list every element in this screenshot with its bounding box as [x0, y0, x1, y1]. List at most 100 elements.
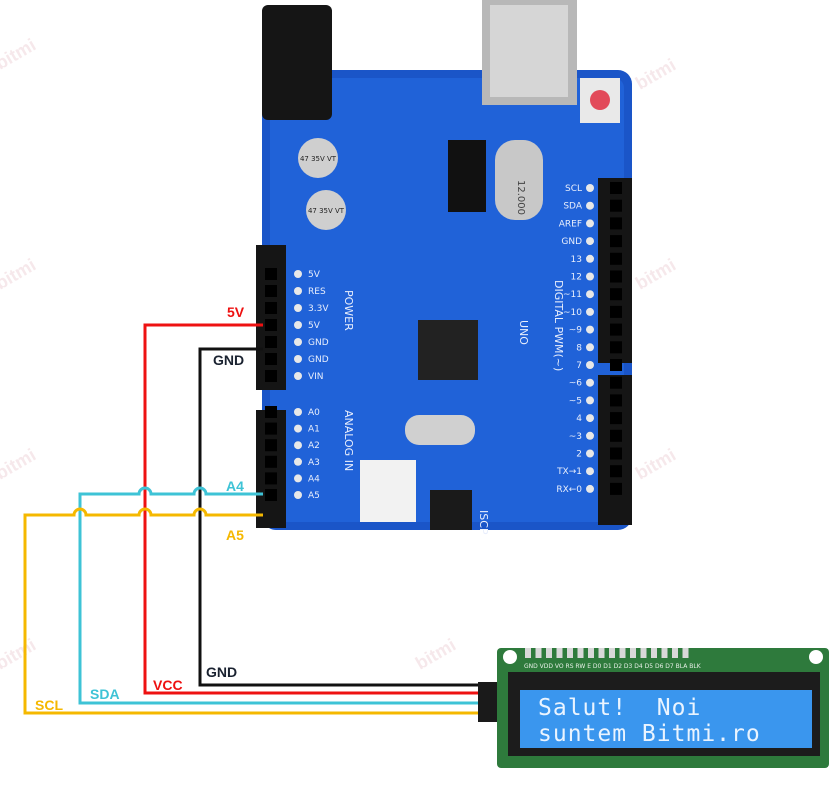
digital-title: DIGITAL PWM(~) — [552, 280, 565, 371]
wires — [23, 323, 492, 715]
capacitor — [306, 190, 346, 230]
pin-pad — [586, 396, 594, 405]
pin-pad — [586, 290, 594, 299]
header-socket — [265, 439, 277, 452]
pin-label: RES — [308, 287, 326, 297]
svg-text:bitmi: bitmi — [0, 35, 39, 74]
pin-pad — [586, 219, 594, 228]
header-socket — [265, 489, 277, 501]
icsp-header — [430, 490, 472, 530]
pin-label: ~9 — [569, 326, 583, 336]
header-socket — [265, 268, 277, 280]
header-socket — [610, 305, 622, 318]
lcd-header-pin — [651, 648, 657, 658]
capacitor-label: 47 35V VT — [300, 155, 337, 163]
power-title: POWER — [342, 290, 355, 331]
header-socket — [610, 182, 622, 194]
pin-label: ~6 — [569, 379, 583, 389]
pin-pad — [294, 441, 302, 450]
header-socket — [610, 376, 622, 389]
header-socket — [610, 341, 622, 354]
svg-text:bitmi: bitmi — [412, 635, 459, 674]
ic-chip — [448, 140, 486, 212]
lcd-header-pin — [661, 648, 668, 658]
pin-pad — [294, 270, 302, 278]
lcd-header-pin — [546, 648, 552, 658]
crystal — [495, 140, 543, 220]
uno-logo: UNO — [517, 320, 530, 345]
lcd-header-pin — [598, 648, 605, 658]
header-socket — [265, 455, 277, 468]
pin-label: GND — [308, 355, 329, 365]
lcd-screen — [520, 690, 812, 748]
lcd-header-pin — [619, 648, 626, 658]
label-a4: A4 — [226, 478, 244, 494]
pin-pad — [586, 237, 594, 246]
label-vcc: VCC — [153, 677, 183, 693]
pin-label: 12 — [571, 273, 582, 283]
lcd-header-pin — [630, 648, 636, 658]
svg-text:bitmi: bitmi — [0, 635, 39, 674]
lcd-header-pin — [567, 648, 573, 658]
label-scl: SCL — [35, 697, 63, 713]
wire-gnd — [198, 347, 492, 687]
lcd-header-pin — [640, 648, 647, 658]
pin-label: TX→1 — [556, 467, 582, 477]
pin-label: RX←0 — [556, 485, 582, 495]
lcd-header-pin — [556, 648, 563, 658]
lcd-line-1: Salut! Noi — [538, 695, 701, 721]
pin-label: 2 — [576, 450, 582, 460]
pin-pad — [294, 408, 302, 416]
pin-label: SDA — [563, 202, 582, 212]
header-socket — [265, 472, 277, 485]
pin-pad — [586, 325, 594, 334]
pin-pad — [586, 343, 594, 352]
pin-pad — [586, 449, 594, 458]
pin-pad — [294, 304, 302, 312]
dc-jack — [262, 5, 332, 120]
lcd-pin-labels: GND VDD VO RS RW E D0 D1 D2 D3 D4 D5 D6 … — [524, 663, 702, 670]
header-socket — [610, 252, 622, 265]
lcd-module: GND VDD VO RS RW E D0 D1 D2 D3 D4 D5 D6 … — [478, 648, 829, 768]
icsp-label: ISCP — [477, 510, 490, 535]
label-gnd-lcd: GND — [206, 664, 237, 680]
arduino-uno-board: 47 35V VT 47 35V VT 12.000 UNO POWER ANA… — [256, 0, 632, 535]
header-socket — [265, 302, 277, 314]
pin-label: 5V — [308, 321, 321, 331]
svg-text:bitmi: bitmi — [632, 55, 679, 94]
lcd-line-2: suntem Bitmi.ro — [538, 721, 761, 747]
pin-pad — [586, 184, 594, 192]
pin-pad — [294, 321, 302, 329]
pin-label: 8 — [576, 343, 582, 353]
pin-label: AREF — [559, 219, 582, 229]
pin-pad — [586, 431, 594, 440]
power-header — [256, 245, 286, 390]
header-socket — [610, 429, 622, 442]
pin-pad — [294, 474, 302, 483]
pin-pad — [586, 467, 594, 476]
header-socket — [610, 199, 622, 212]
pin-label: 7 — [576, 361, 582, 371]
pin-label: A3 — [308, 458, 320, 468]
header-socket — [610, 447, 622, 460]
header-socket — [610, 323, 622, 336]
pin-pad — [586, 484, 594, 493]
label-gnd-board: GND — [213, 352, 244, 368]
header-socket — [265, 370, 277, 382]
header-socket — [610, 359, 622, 371]
pin-pad — [294, 287, 302, 295]
header-socket — [610, 394, 622, 407]
pin-label: A0 — [308, 408, 320, 418]
svg-text:bitmi: bitmi — [632, 255, 679, 294]
pin-label: ~10 — [563, 308, 582, 318]
header-socket — [265, 353, 277, 365]
header-socket — [265, 336, 277, 348]
header-socket — [610, 270, 622, 283]
pin-label: VIN — [308, 372, 324, 382]
pin-label: GND — [308, 338, 329, 348]
pin-label: A5 — [308, 491, 320, 501]
pin-label: 5V — [308, 270, 321, 280]
svg-text:bitmi: bitmi — [632, 445, 679, 484]
